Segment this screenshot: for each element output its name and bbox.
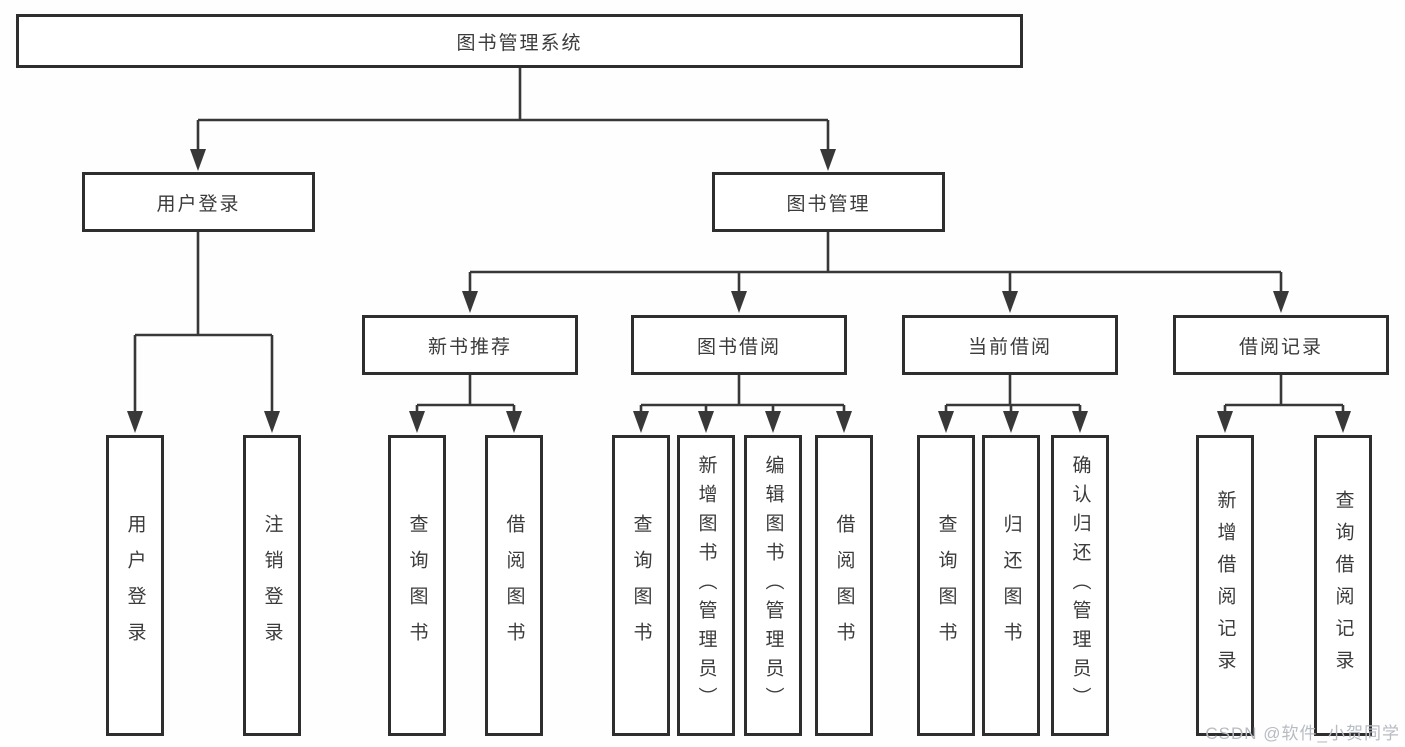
node-borrowing-records: 借阅记录	[1173, 315, 1389, 375]
leaf-label: 归还图书	[1000, 513, 1022, 658]
leaf-confirm-return-admin: 确认归还（管理员）	[1051, 435, 1109, 736]
arrowhead-icon	[127, 411, 143, 433]
leaf-borrow-books-recommendation: 借阅图书	[485, 435, 543, 736]
arrowheads	[127, 149, 1351, 433]
node-book-management: 图书管理	[712, 172, 945, 232]
leaf-label: 借阅图书	[833, 513, 855, 658]
leaf-return-books: 归还图书	[982, 435, 1040, 736]
connector-book-borrowing-to-leaves	[639, 375, 846, 420]
arrowhead-icon	[1002, 291, 1018, 313]
arrowhead-icon	[698, 411, 714, 433]
arrowhead-icon	[820, 149, 836, 171]
leaf-label: 注销登录	[261, 513, 283, 658]
leaf-user-login: 用户登录	[106, 435, 164, 736]
arrowhead-icon	[1217, 411, 1233, 433]
leaf-add-borrowing-record: 新增借阅记录	[1196, 435, 1254, 736]
node-label: 图书借阅	[696, 336, 781, 358]
connector-line	[639, 375, 846, 420]
arrowhead-icon	[462, 291, 478, 313]
leaf-label: 新增借阅记录	[1214, 489, 1236, 682]
connector-line	[468, 232, 1283, 300]
leaf-label: 查询借阅记录	[1332, 489, 1354, 682]
arrowhead-icon	[264, 411, 280, 433]
leaf-logout: 注销登录	[243, 435, 301, 736]
leaf-label: 查询图书	[630, 513, 652, 658]
connector-new-book-recommendation-to-leaves	[415, 375, 516, 420]
node-label: 用户登录	[156, 193, 241, 215]
leaf-query-borrowing-record: 查询借阅记录	[1314, 435, 1372, 736]
arrowhead-icon	[1273, 291, 1289, 313]
leaf-borrow-books-borrowing: 借阅图书	[815, 435, 873, 736]
leaf-add-book-admin: 新增图书（管理员）	[677, 435, 735, 736]
connector-book-management-to-level3	[468, 232, 1283, 300]
arrowhead-icon	[409, 411, 425, 433]
leaf-label: 查询图书	[406, 513, 428, 658]
leaf-label: 编辑图书（管理员）	[762, 455, 784, 716]
connector-line	[415, 375, 516, 420]
csdn-watermark: CSDN @软件_小贺同学	[1205, 724, 1400, 743]
node-library-management-system: 图书管理系统	[16, 14, 1023, 68]
node-new-book-recommendation: 新书推荐	[362, 315, 578, 375]
connector-line	[1223, 375, 1345, 420]
arrowhead-icon	[1072, 411, 1088, 433]
connector-line	[196, 68, 830, 158]
leaf-query-books-borrowing: 查询图书	[612, 435, 670, 736]
leaf-label: 用户登录	[124, 513, 146, 658]
arrowhead-icon	[731, 291, 747, 313]
node-label: 新书推荐	[427, 336, 512, 358]
arrowhead-icon	[836, 411, 852, 433]
leaf-edit-book-admin: 编辑图书（管理员）	[744, 435, 802, 736]
leaf-label: 借阅图书	[503, 513, 525, 658]
arrowhead-icon	[1335, 411, 1351, 433]
arrowhead-icon	[1003, 411, 1019, 433]
leaf-label: 查询图书	[935, 513, 957, 658]
node-label: 图书管理	[786, 193, 871, 215]
node-user-login: 用户登录	[82, 172, 315, 232]
leaf-label: 确认归还（管理员）	[1069, 455, 1091, 716]
arrowhead-icon	[633, 411, 649, 433]
arrowhead-icon	[190, 149, 206, 171]
arrowhead-icon	[506, 411, 522, 433]
node-current-borrowing: 当前借阅	[902, 315, 1118, 375]
node-label: 借阅记录	[1238, 336, 1323, 358]
node-label: 当前借阅	[967, 336, 1052, 358]
leaf-query-books-current: 查询图书	[917, 435, 975, 736]
node-book-borrowing: 图书借阅	[631, 315, 847, 375]
node-label: 图书管理系统	[456, 32, 583, 54]
arrowhead-icon	[765, 411, 781, 433]
leaf-query-books-recommendation: 查询图书	[388, 435, 446, 736]
connector-line	[133, 232, 274, 420]
connector-root-to-level2	[196, 68, 830, 158]
leaf-label: 新增图书（管理员）	[695, 455, 717, 716]
arrowhead-icon	[938, 411, 954, 433]
connector-user-login-to-leaves	[133, 232, 274, 420]
connector-borrowing-records-to-leaves	[1223, 375, 1345, 420]
